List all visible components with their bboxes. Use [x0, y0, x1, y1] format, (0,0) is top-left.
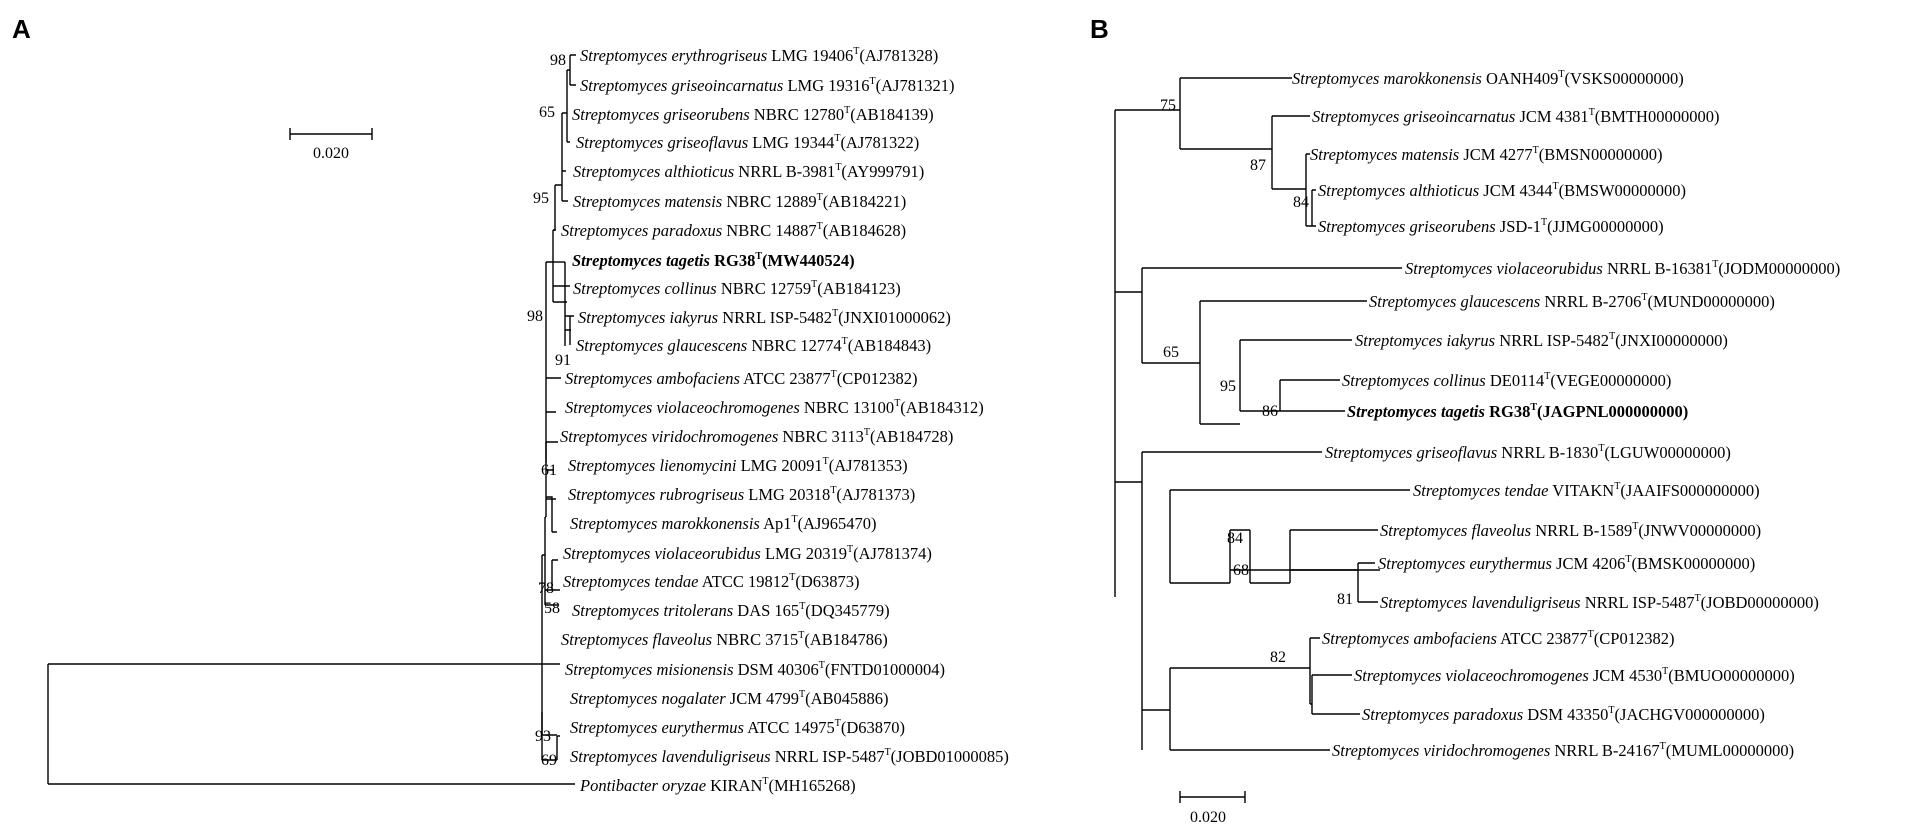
leaf-label: Streptomyces tendae ATCC 19812T(D63873): [563, 572, 860, 591]
leaf-label: Streptomyces matensis JCM 4277T(BMSN0000…: [1310, 145, 1662, 164]
panel-a-branches: [47, 54, 576, 785]
leaf-label: Streptomyces griseoincarnatus JCM 4381T(…: [1312, 107, 1719, 126]
leaf-label: Streptomyces violaceochromogenes JCM 453…: [1354, 666, 1795, 685]
leaf-label: Streptomyces tritolerans DAS 165T(DQ3457…: [572, 601, 890, 620]
panel-a-bootstraps: 98 65 95 98 91 61 78 58 93 69: [527, 52, 571, 769]
bootstrap-value: 95: [1220, 378, 1236, 395]
leaf-label-highlight: Streptomyces tagetis RG38T(MW440524): [572, 251, 855, 270]
panel-a: A 0.020: [12, 14, 1009, 795]
leaf-label: Streptomyces paradoxus DSM 43350T(JACHGV…: [1362, 705, 1765, 724]
bootstrap-value: 91: [555, 352, 571, 369]
leaf-label: Streptomyces collinus DE0114T(VEGE000000…: [1342, 371, 1671, 390]
bootstrap-value: 78: [538, 580, 554, 597]
bootstrap-value: 95: [533, 190, 549, 207]
panel-a-scale-bar: [289, 128, 373, 140]
bootstrap-value: 68: [1233, 562, 1249, 579]
panel-a-scale-label: 0.020: [313, 145, 349, 162]
leaf-label: Streptomyces rubrogriseus LMG 20318T(AJ7…: [568, 485, 915, 504]
leaf-label: Streptomyces iakyrus NRRL ISP-5482T(JNXI…: [578, 308, 951, 327]
panel-a-leaves: Streptomyces erythrogriseus LMG 19406T(A…: [560, 46, 1009, 795]
panel-b-bootstraps: 75 87 84 65 95 86 84 68 81 82: [1160, 97, 1353, 666]
leaf-label-outgroup: Pontibacter oryzae KIRANT(MH165268): [579, 776, 856, 795]
bootstrap-value: 82: [1270, 649, 1286, 666]
bootstrap-value: 75: [1160, 97, 1176, 114]
bootstrap-value: 84: [1293, 194, 1309, 211]
leaf-label: Streptomyces griseoincarnatus LMG 19316T…: [580, 76, 954, 95]
bootstrap-value: 65: [539, 104, 555, 121]
leaf-label: Streptomyces griseorubens JSD-1T(JJMG000…: [1318, 217, 1664, 236]
leaf-label: Streptomyces flaveolus NBRC 3715T(AB1847…: [561, 630, 888, 649]
panel-b-leaves: Streptomyces marokkonensis OANH409T(VSKS…: [1292, 69, 1840, 760]
leaf-label: Streptomyces ambofaciens ATCC 23877T(CP0…: [1322, 629, 1674, 648]
bootstrap-value: 65: [1163, 344, 1179, 361]
leaf-label: Streptomyces violaceorubidus LMG 20319T(…: [563, 544, 932, 563]
bootstrap-value: 98: [527, 308, 543, 325]
leaf-label: Streptomyces eurythermus ATCC 14975T(D63…: [570, 718, 905, 737]
bootstrap-value: 81: [1337, 591, 1353, 608]
leaf-label: Streptomyces marokkonensis Ap1T(AJ965470…: [570, 514, 876, 533]
leaf-label: Streptomyces marokkonensis OANH409T(VSKS…: [1292, 69, 1684, 88]
bootstrap-value: 87: [1250, 157, 1266, 174]
leaf-label: Streptomyces lavenduligriseus NRRL ISP-5…: [570, 747, 1009, 766]
leaf-label: Streptomyces violaceorubidus NRRL B-1638…: [1405, 259, 1840, 278]
leaf-label-highlight: Streptomyces tagetis RG38T(JAGPNL0000000…: [1347, 402, 1688, 421]
bootstrap-value: 86: [1262, 403, 1278, 420]
leaf-label: Streptomyces flaveolus NRRL B-1589T(JNWV…: [1380, 521, 1761, 540]
leaf-label: Streptomyces lienomycini LMG 20091T(AJ78…: [568, 456, 908, 475]
leaf-label: Streptomyces paradoxus NBRC 14887T(AB184…: [561, 221, 906, 240]
panel-b-branches: [1114, 77, 1410, 751]
leaf-label: Streptomyces viridochromogenes NBRC 3113…: [560, 427, 953, 446]
leaf-label: Streptomyces griseoflavus LMG 19344T(AJ7…: [576, 133, 919, 152]
panel-b-label: B: [1090, 14, 1109, 44]
leaf-label: Streptomyces iakyrus NRRL ISP-5482T(JNXI…: [1355, 331, 1728, 350]
leaf-label: Streptomyces ambofaciens ATCC 23877T(CP0…: [565, 369, 917, 388]
leaf-label: Streptomyces misionensis DSM 40306T(FNTD…: [565, 660, 945, 679]
leaf-label: Streptomyces nogalater JCM 4799T(AB04588…: [570, 689, 889, 708]
leaf-label: Streptomyces eurythermus JCM 4206T(BMSK0…: [1378, 554, 1755, 573]
bootstrap-value: 58: [544, 600, 560, 617]
panel-b-scale-label: 0.020: [1190, 809, 1226, 826]
leaf-label: Streptomyces violaceochromogenes NBRC 13…: [565, 398, 984, 417]
panel-b-scale-bar: [1179, 791, 1246, 803]
bootstrap-value: 84: [1227, 530, 1243, 547]
leaf-label: Streptomyces viridochromogenes NRRL B-24…: [1332, 741, 1794, 760]
leaf-label: Streptomyces althioticus JCM 4344T(BMSW0…: [1318, 181, 1686, 200]
bootstrap-value: 69: [541, 752, 557, 769]
leaf-label: Streptomyces lavenduligriseus NRRL ISP-5…: [1380, 593, 1819, 612]
leaf-label: Streptomyces althioticus NRRL B-3981T(AY…: [573, 162, 924, 181]
panel-b: B: [1090, 14, 1840, 826]
leaf-label: Streptomyces tendae VITAKNT(JAAIFS000000…: [1413, 481, 1760, 500]
leaf-label: Streptomyces glaucescens NBRC 12774T(AB1…: [576, 336, 931, 355]
bootstrap-value: 98: [550, 52, 566, 69]
leaf-label: Streptomyces glaucescens NRRL B-2706T(MU…: [1369, 292, 1775, 311]
leaf-label: Streptomyces collinus NBRC 12759T(AB1841…: [573, 279, 901, 298]
leaf-label: Streptomyces griseoflavus NRRL B-1830T(L…: [1325, 443, 1731, 462]
leaf-label: Streptomyces griseorubens NBRC 12780T(AB…: [572, 105, 934, 124]
leaf-label: Streptomyces erythrogriseus LMG 19406T(A…: [580, 46, 938, 65]
bootstrap-value: 93: [535, 728, 551, 745]
bootstrap-value: 61: [541, 462, 557, 479]
leaf-label: Streptomyces matensis NBRC 12889T(AB1842…: [573, 192, 906, 211]
panel-a-label: A: [12, 14, 31, 44]
